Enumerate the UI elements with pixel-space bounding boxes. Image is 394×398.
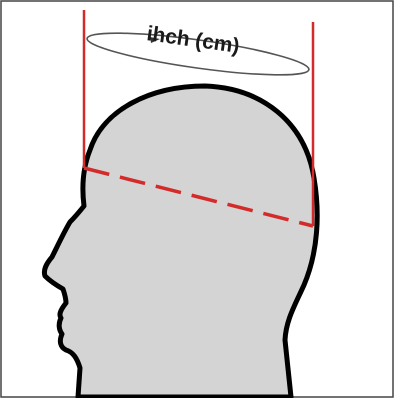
measurement-label: ihch (cm) xyxy=(145,22,241,58)
head-silhouette xyxy=(44,86,317,397)
